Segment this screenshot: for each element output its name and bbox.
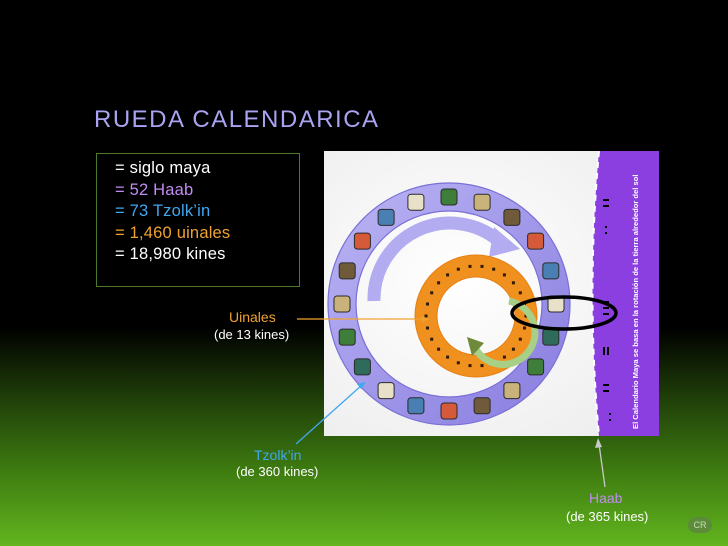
tzolkin-day-glyph-icon	[353, 232, 371, 250]
equivalence-tzolkin: = 73 Tzolk’in	[115, 202, 211, 220]
uinal-tick	[456, 267, 460, 271]
uinal-tick	[468, 364, 472, 368]
uinal-tick	[446, 355, 450, 359]
diagram-caption: El Calendario Maya se basa en la rotació…	[631, 175, 640, 430]
tzolkin-day-glyph-icon	[440, 188, 458, 206]
tzolkin-day-glyph-icon	[527, 358, 545, 376]
uinal-tick	[437, 281, 441, 285]
uinal-tick	[523, 326, 526, 330]
alignment-highlight-ellipse	[510, 295, 618, 331]
equivalences-box: = siglo maya = 52 Haab = 73 Tzolk’in = 1…	[96, 153, 300, 287]
haab-band	[591, 150, 659, 437]
uinal-tick	[502, 355, 506, 359]
tzolkin-day-glyph-icon	[503, 382, 521, 400]
tzolkin-day-glyph-icon	[407, 397, 425, 415]
haab-pointer-arrow-icon	[595, 438, 602, 448]
tzolkin-day-glyph-icon	[542, 328, 560, 346]
tzolkin-day-glyphs	[333, 188, 565, 420]
uinal-tick	[424, 314, 428, 318]
inner-arrow-icon	[467, 337, 484, 356]
uinal-tick	[446, 273, 450, 277]
equivalence-siglo-maya: = siglo maya	[115, 159, 211, 177]
uinal-tick	[511, 347, 515, 351]
tzolkin-day-glyph-icon	[542, 262, 560, 280]
uinal-tick	[437, 347, 441, 351]
equivalence-haab: = 52 Haab	[115, 180, 194, 199]
cr-badge: CR	[688, 517, 712, 533]
uinal-tick	[430, 291, 434, 295]
uinal-tick	[468, 264, 472, 268]
tzolkin-day-glyph-icon	[333, 295, 351, 313]
uinal-tick	[524, 314, 528, 318]
uinal-tick	[426, 302, 429, 306]
uinal-tick	[480, 364, 484, 368]
uinal-tick	[502, 273, 506, 277]
uinal-tick	[492, 267, 496, 271]
tzolkin-label: Tzolk’in	[254, 447, 302, 463]
tzolkin-day-glyph-icon	[473, 397, 491, 415]
haab-detail: (de 365 kines)	[566, 509, 649, 524]
tzolkin-day-glyph-icon	[353, 358, 371, 376]
haab-pointer-line	[598, 443, 606, 488]
uinal-tick	[511, 281, 515, 285]
tzolkin-day-glyph-icon	[527, 232, 545, 250]
tzolkin-day-glyph-icon	[338, 328, 356, 346]
tzolkin-day-glyph-icon	[377, 208, 395, 226]
tzolkin-day-glyph-icon	[338, 262, 356, 280]
uinal-tick	[480, 264, 484, 268]
equivalence-kines: = 18,980 kines	[115, 245, 226, 263]
uinales-label: Uinales	[229, 309, 276, 325]
calendar-wheel-diagram: El Calendario Maya se basa en la rotació…	[324, 150, 659, 437]
haab-label: Haab	[589, 490, 623, 506]
uinal-tick	[518, 291, 522, 295]
uinal-tick	[518, 337, 522, 341]
equivalence-uinales: = 1,460 uinales	[115, 223, 231, 242]
uinales-detail: (de 13 kines)	[214, 327, 290, 342]
tzolkin-day-glyph-icon	[440, 402, 458, 420]
uinal-tick	[430, 337, 434, 341]
tzolkin-day-glyph-icon	[473, 193, 491, 211]
rotation-arrow-icon	[489, 227, 520, 257]
tzolkin-day-glyph-icon	[503, 208, 521, 226]
slide-title: RUEDA CALENDARICA	[94, 106, 380, 133]
uinal-tick	[456, 361, 460, 365]
calendar-wheel-illustration: El Calendario Maya se basa en la rotació…	[324, 150, 659, 437]
uinal-tick	[426, 326, 429, 330]
tzolkin-day-glyph-icon	[407, 193, 425, 211]
tzolkin-detail: (de 360 kines)	[236, 464, 319, 479]
tzolkin-day-glyph-icon	[377, 382, 395, 400]
